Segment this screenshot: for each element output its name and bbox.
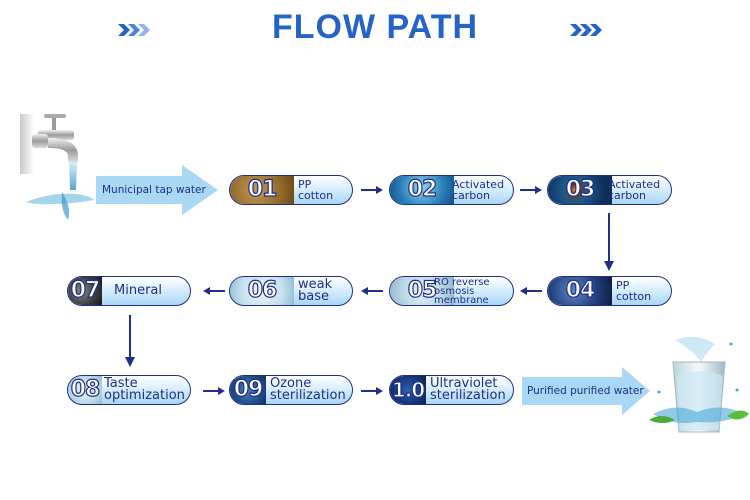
step-number: 09 bbox=[233, 376, 264, 402]
arrow-left-icon bbox=[520, 287, 542, 295]
activated-carbon-texture bbox=[390, 176, 454, 204]
step-03[interactable]: 03 Activated carbon bbox=[547, 175, 672, 205]
water-glass-splash-icon bbox=[649, 336, 749, 433]
step-number: 02 bbox=[407, 176, 438, 202]
arrow-down-icon bbox=[604, 213, 614, 271]
arrow-left-icon bbox=[203, 287, 225, 295]
triple-chevron-right-icon bbox=[570, 24, 602, 36]
source-label: Municipal tap water bbox=[102, 184, 206, 196]
arrow-right-icon bbox=[361, 186, 383, 194]
step-label-line: RO reverse bbox=[434, 276, 490, 288]
step-label-line: sterilization bbox=[430, 388, 506, 403]
step-label-line: optimization bbox=[104, 388, 185, 403]
step-01[interactable]: 01 PP cotton bbox=[229, 175, 353, 205]
step-label: Mineral bbox=[114, 283, 162, 298]
flow-arrow-source bbox=[96, 165, 218, 215]
step-label: weak base bbox=[298, 277, 333, 304]
pp-cotton-texture bbox=[548, 277, 612, 305]
step-label-line: sterilization bbox=[270, 388, 346, 403]
step-number: 07 bbox=[70, 277, 101, 303]
step-05[interactable]: 05 RO reverse osmosis membrane bbox=[389, 276, 514, 306]
step-number: 03 bbox=[565, 176, 596, 202]
weak-base-texture bbox=[230, 277, 294, 305]
arrow-left-icon bbox=[361, 287, 383, 295]
pp-cotton-texture bbox=[230, 176, 294, 204]
step-label: Ultraviolet sterilization bbox=[430, 376, 506, 404]
step-label: Taste optimization bbox=[104, 376, 185, 404]
step-number: 05 bbox=[407, 277, 438, 303]
ozone-texture bbox=[230, 376, 266, 404]
step-label: Activated carbon bbox=[608, 178, 661, 202]
step-number: 1.0 bbox=[391, 377, 426, 402]
arrow-right-icon bbox=[203, 387, 225, 395]
step-label: PP cotton bbox=[298, 178, 334, 202]
flow-arrow-output bbox=[522, 367, 650, 415]
ro-membrane-texture bbox=[390, 277, 454, 305]
step-label: RO reverse osmosis membrane bbox=[434, 277, 501, 305]
step-label: Activated carbon bbox=[452, 178, 505, 202]
step-number: 08 bbox=[70, 376, 101, 402]
step-label-line: Taste bbox=[104, 376, 138, 391]
step-label-line: osmosis bbox=[434, 285, 475, 297]
step-08[interactable]: 08 Taste optimization bbox=[67, 375, 191, 405]
step-label: Ozone sterilization bbox=[270, 376, 346, 404]
step-04[interactable]: 04 PP cotton bbox=[547, 276, 672, 306]
triple-chevron-right-icon bbox=[118, 24, 150, 36]
step-02[interactable]: 02 Activated carbon bbox=[389, 175, 514, 205]
activated-carbon-texture bbox=[548, 176, 612, 204]
step-06[interactable]: 06 weak base bbox=[229, 276, 353, 306]
step-number: 04 bbox=[565, 277, 596, 303]
mineral-texture bbox=[68, 277, 102, 305]
step-07[interactable]: 07 Mineral bbox=[67, 276, 191, 306]
page-title: FLOW PATH bbox=[271, 8, 479, 46]
step-10[interactable]: 1.0 Ultraviolet sterilization bbox=[389, 375, 514, 405]
step-label-line: Ozone bbox=[270, 376, 312, 391]
step-09[interactable]: 09 Ozone sterilization bbox=[229, 375, 353, 405]
arrow-right-icon bbox=[520, 186, 542, 194]
output-label: Purified purified water bbox=[527, 385, 644, 397]
arrow-down-icon bbox=[125, 315, 135, 367]
step-number: 01 bbox=[247, 176, 278, 202]
step-number: 06 bbox=[247, 277, 278, 303]
ultraviolet-texture bbox=[390, 376, 426, 404]
water-faucet-icon bbox=[20, 114, 94, 220]
step-label-line: Ultraviolet bbox=[430, 376, 498, 391]
arrow-right-icon bbox=[361, 387, 383, 395]
step-label: PP cotton bbox=[616, 279, 652, 303]
taste-texture bbox=[68, 376, 102, 404]
step-label-line: membrane bbox=[434, 294, 489, 306]
